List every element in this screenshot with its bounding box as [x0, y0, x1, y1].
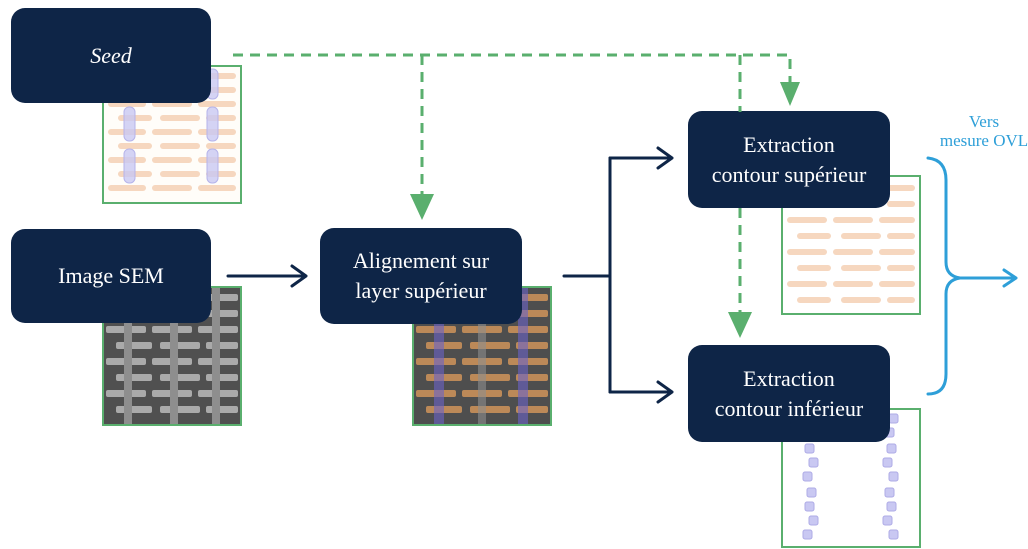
extraction-inferieur-node: Extraction contour inférieur	[688, 345, 890, 442]
output-annotation-line2: mesure OVL	[939, 131, 1028, 150]
output-annotation-line1: Vers	[968, 112, 1000, 131]
extraction-inferieur-line1: Extraction	[743, 365, 835, 391]
extraction-superieur-node: Extraction contour supérieur	[688, 111, 890, 208]
seed-node: Seed	[11, 8, 211, 103]
alignement-split-connector	[562, 156, 612, 394]
extraction-inferieur-line2: contour inférieur	[714, 395, 864, 421]
alignement-label-line1: Alignement sur	[352, 248, 490, 273]
image-sem-to-alignement-arrow	[226, 264, 308, 288]
to-extraction-superieur-arrow	[608, 146, 674, 170]
to-extraction-inferieur-arrow	[608, 380, 674, 404]
image-sem-node: Image SEM	[11, 229, 211, 323]
alignement-node: Alignement sur layer supérieur	[320, 228, 522, 324]
sem-image-thumbnail	[102, 286, 242, 426]
extraction-superieur-line1: Extraction	[743, 131, 835, 157]
image-sem-label: Image SEM	[58, 263, 164, 288]
output-arrow	[958, 268, 1018, 288]
output-brace	[926, 156, 962, 396]
output-annotation: Vers mesure OVL	[936, 112, 1028, 150]
seed-label: Seed	[90, 42, 132, 68]
alignement-label-line2: layer supérieur	[355, 278, 487, 303]
seed-dashed-trunk	[233, 53, 792, 82]
seed-arrowhead-alignement	[410, 194, 434, 220]
extraction-superieur-line2: contour supérieur	[711, 161, 867, 187]
seed-arrowhead-extraction-inferieur	[728, 312, 752, 338]
seed-arrowhead-extraction-superieur	[780, 82, 800, 106]
